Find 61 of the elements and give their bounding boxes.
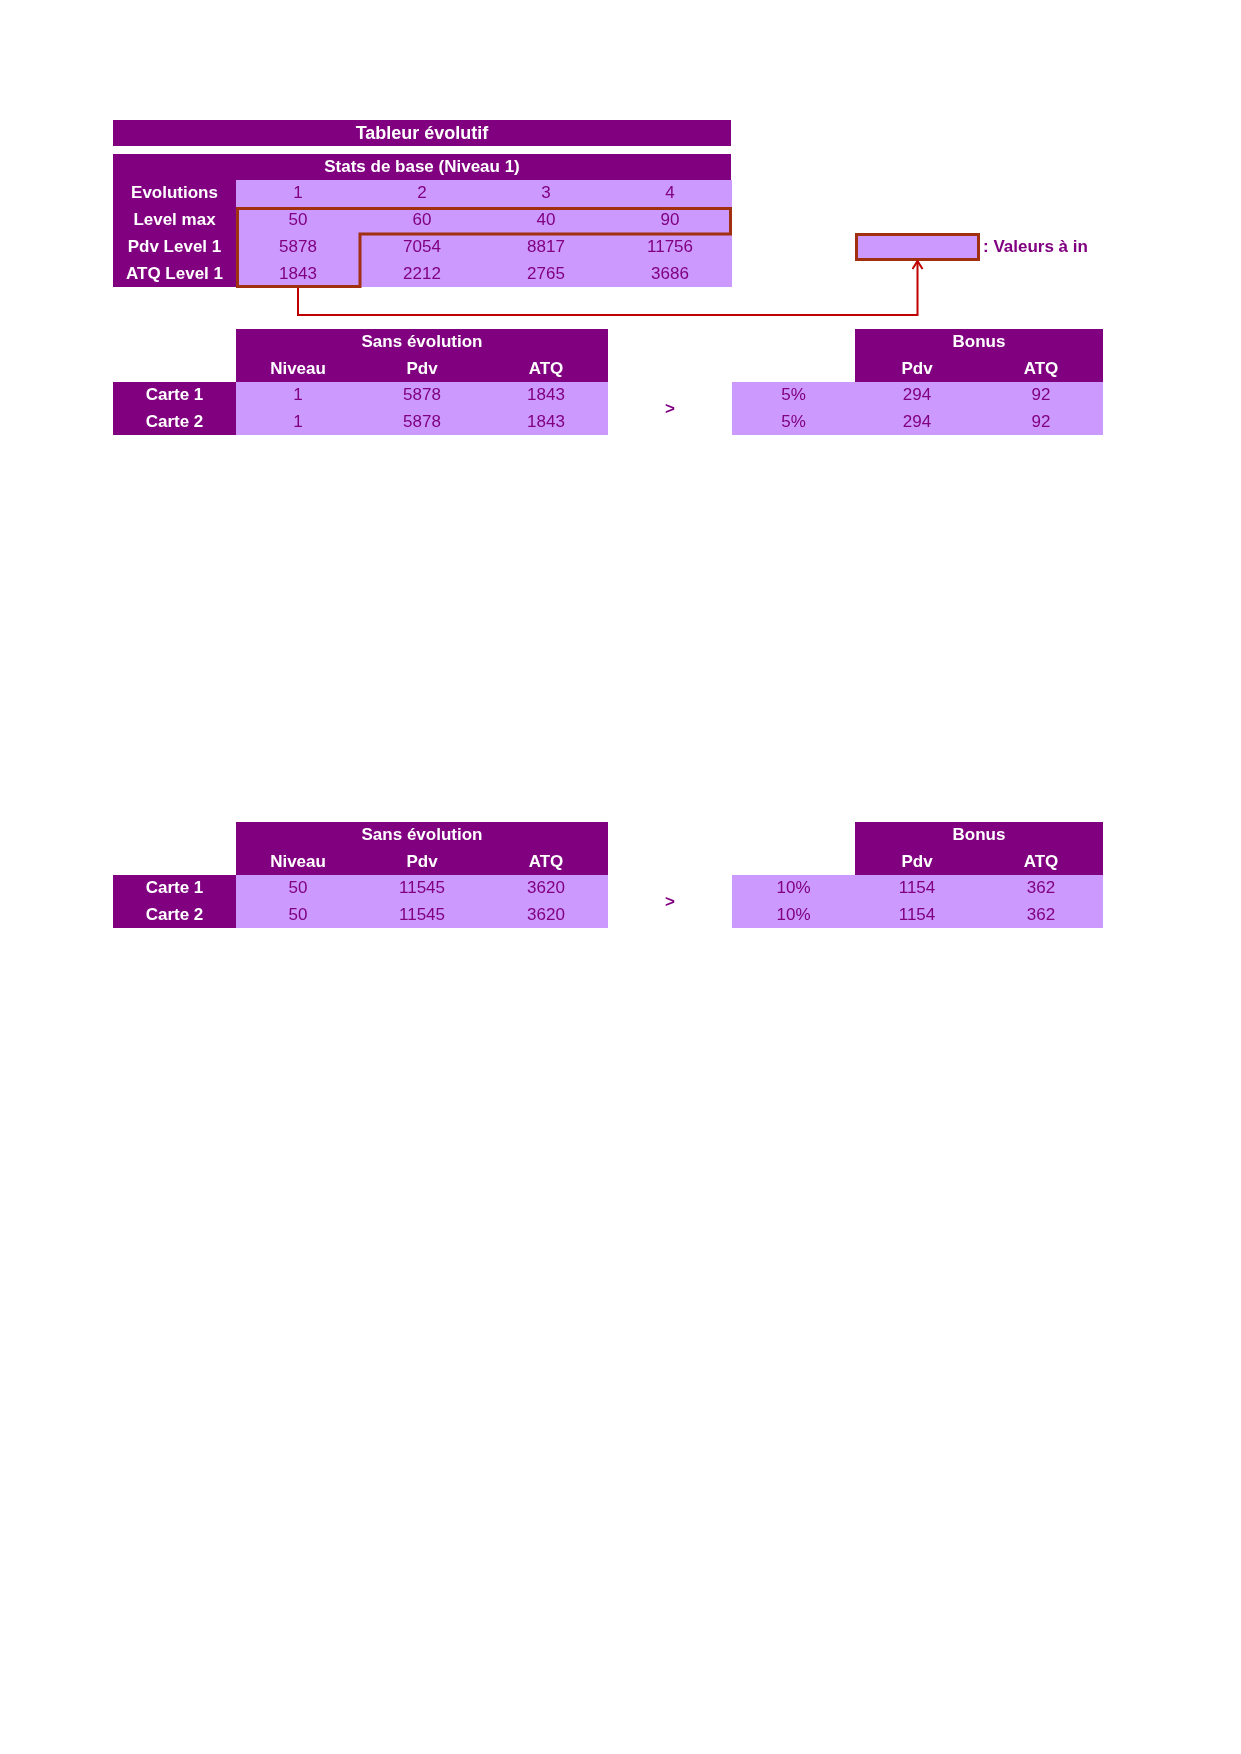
table-cell: 11545 xyxy=(360,901,484,928)
row-header: Pdv Level 1 xyxy=(113,233,236,261)
table-cell: 10% xyxy=(732,901,855,928)
row-header: Level max xyxy=(113,206,236,234)
header-cell: ATQ xyxy=(979,848,1103,875)
header-cell: Pdv xyxy=(360,355,484,382)
table-cell: 92 xyxy=(979,382,1103,409)
table-cell: 1 xyxy=(236,382,360,409)
header-cell: Pdv xyxy=(855,355,979,382)
header-cell: Bonus xyxy=(855,822,1103,848)
header-cell: Pdv xyxy=(855,848,979,875)
table-cell: 1154 xyxy=(855,901,979,928)
header-cell: Sans évolution xyxy=(236,329,608,355)
table-cell: 3686 xyxy=(608,260,732,287)
table-cell: 50 xyxy=(236,901,360,928)
comparison-sign: > xyxy=(664,890,676,913)
table-cell: 5878 xyxy=(360,408,484,435)
table-cell: 50 xyxy=(236,875,360,902)
table-cell: 92 xyxy=(979,408,1103,435)
table-cell: 362 xyxy=(979,901,1103,928)
table-cell: 294 xyxy=(855,408,979,435)
highlight-outline xyxy=(236,207,732,288)
table-cell: 3620 xyxy=(484,901,608,928)
table-cell: 362 xyxy=(979,875,1103,902)
table-cell: 10% xyxy=(732,875,855,902)
header-cell: ATQ xyxy=(484,848,608,875)
row-header: Carte 2 xyxy=(113,408,236,435)
header-cell: Bonus xyxy=(855,329,1103,355)
header-cell: Niveau xyxy=(236,355,360,382)
connector-arrow xyxy=(297,260,924,316)
table-cell: 3 xyxy=(484,180,608,207)
title-bar: Tableur évolutif xyxy=(113,120,731,146)
table-cell: 2765 xyxy=(484,260,608,287)
table-cell: 11545 xyxy=(360,875,484,902)
header-cell: Sans évolution xyxy=(236,822,608,848)
row-header: Carte 1 xyxy=(113,382,236,409)
table-cell: 1843 xyxy=(484,382,608,409)
table-cell: 2 xyxy=(360,180,484,207)
table-cell: 1154 xyxy=(855,875,979,902)
row-header: ATQ Level 1 xyxy=(113,260,236,287)
table-cell: 5% xyxy=(732,382,855,409)
table-cell: 5878 xyxy=(360,382,484,409)
table-cell: 1 xyxy=(236,408,360,435)
header-cell: ATQ xyxy=(484,355,608,382)
table-cell: 5% xyxy=(732,408,855,435)
header-cell: Pdv xyxy=(360,848,484,875)
header-cell: Stats de base (Niveau 1) xyxy=(113,154,731,180)
table-cell: 1 xyxy=(236,180,360,207)
row-header: Evolutions xyxy=(113,180,236,207)
legend-swatch xyxy=(855,233,980,261)
table-cell: 294 xyxy=(855,382,979,409)
row-header: Carte 2 xyxy=(113,901,236,928)
row-header: Carte 1 xyxy=(113,875,236,902)
table-cell: 2212 xyxy=(360,260,484,287)
table-cell: 4 xyxy=(608,180,732,207)
comparison-sign: > xyxy=(664,397,676,420)
legend-text: : Valeurs à in xyxy=(983,236,1088,258)
table-cell: 3620 xyxy=(484,875,608,902)
header-cell: ATQ xyxy=(979,355,1103,382)
header-cell: Niveau xyxy=(236,848,360,875)
table-cell: 1843 xyxy=(484,408,608,435)
